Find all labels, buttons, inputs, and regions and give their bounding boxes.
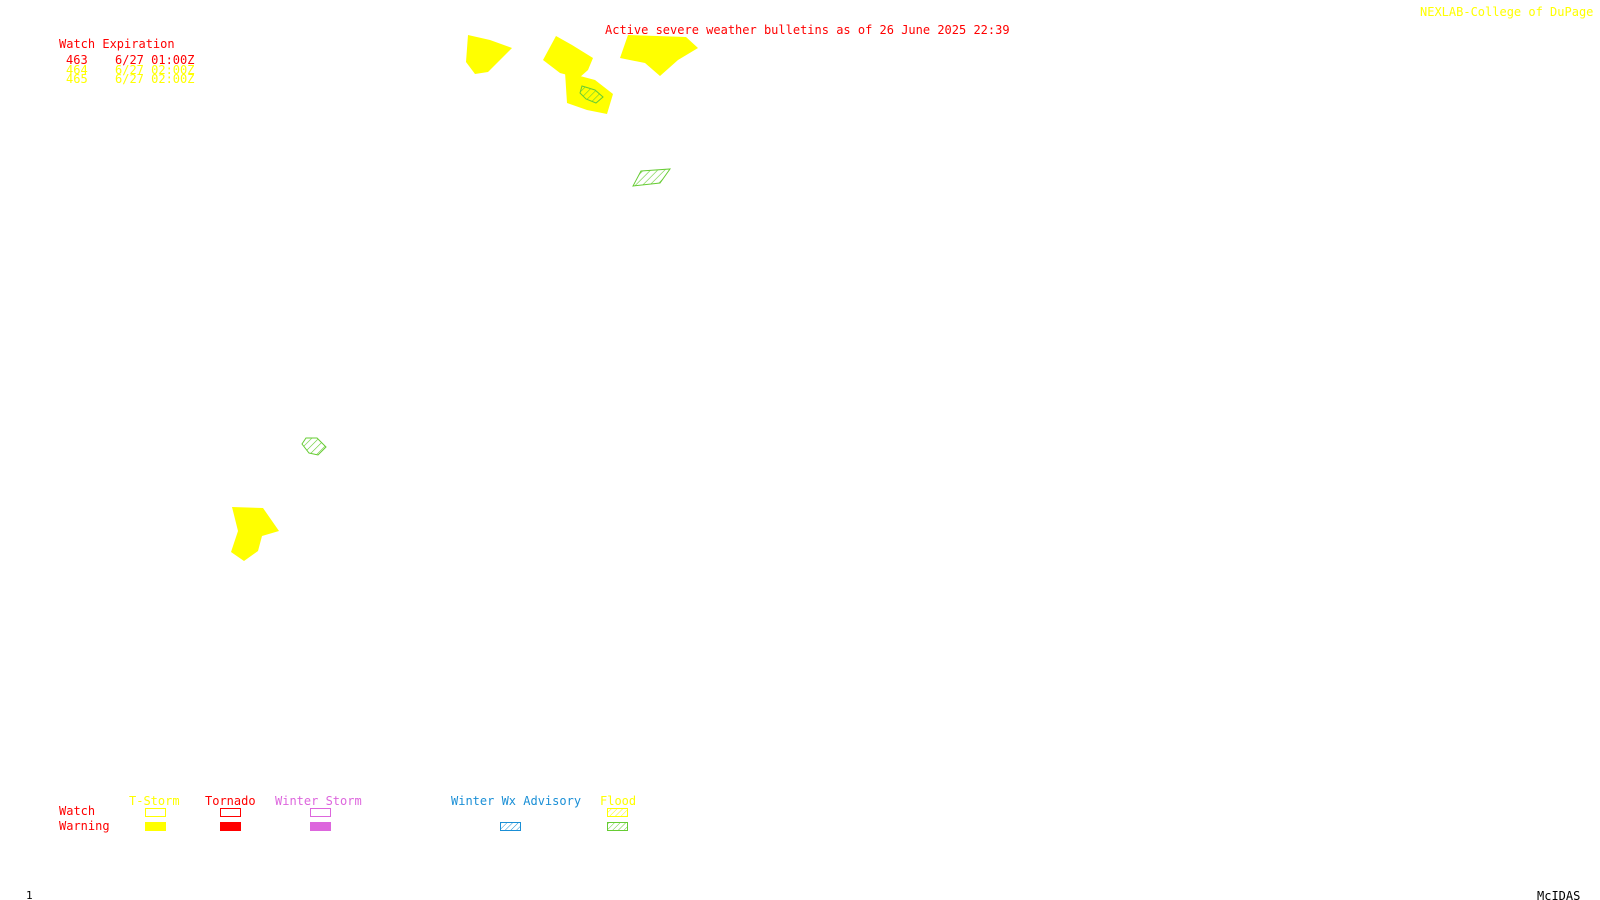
tornado-watch-swatch [220,808,241,817]
watch-id: 465 [66,72,88,86]
flood-warning-polygon [632,168,672,187]
watch-expiration-time: 6/27 02:00Z [115,63,195,77]
legend-tstorm-label: T-Storm [129,794,180,808]
legend-tornado-label: Tornado [205,794,256,808]
flood-warning-polygon [301,437,327,456]
watch-id: 464 [66,63,88,77]
watch-id: 463 [66,53,88,67]
legend-winter-storm-label: Winter Storm [275,794,362,808]
frame-number: 1 [26,889,33,900]
watch-expiration-time: 6/27 01:00Z [115,53,195,67]
watch-expiration-heading: Watch Expiration [59,37,175,51]
flood-watch-swatch [607,808,628,817]
tstorm-warning-polygon [620,35,698,76]
tornado-warning-swatch [220,822,241,831]
tstorm-watch-swatch [145,808,166,817]
credit-text: NEXLAB-College of DuPage R [1420,5,1600,19]
legend-watch-label: Watch [59,804,96,818]
winter-storm-warning-swatch [310,822,331,831]
tstorm-warning-polygon [543,36,593,78]
tstorm-warning-polygon [231,507,279,561]
winter-advisory-swatch [500,822,521,831]
winter-storm-watch-swatch [310,808,331,817]
flood-warning-swatch [607,822,628,831]
tstorm-warning-polygon [466,35,512,74]
legend-warning-label: Warning [59,819,110,833]
software-label: McIDAS [1537,889,1581,900]
flood-warning-polygon [579,85,604,104]
legend-winter-advisory-label: Winter Wx Advisory [451,794,582,808]
bulletin-title: Active severe weather bulletins as of 26… [605,23,1010,37]
watch-expiration-time: 6/27 02:00Z [115,72,195,86]
tstorm-warning-swatch [145,822,166,831]
legend-flood-label: Flood [600,794,637,808]
